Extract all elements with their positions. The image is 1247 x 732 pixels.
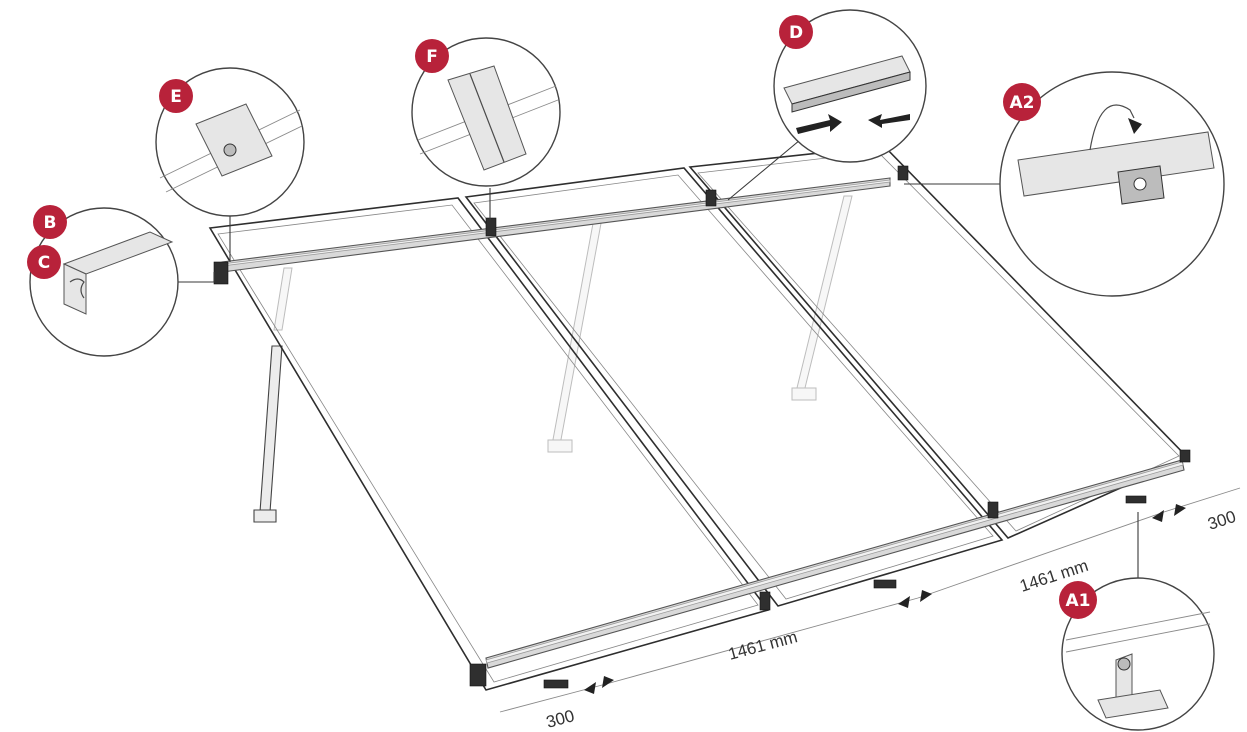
end-clamp-bottom-right — [1179, 449, 1191, 463]
badge-c — [27, 245, 61, 279]
detail-circle-a2 — [999, 71, 1225, 297]
badge-a2-label: A2 — [1010, 93, 1035, 113]
leader-bc — [178, 272, 215, 283]
detail-f-clamp-ridge — [469, 73, 505, 163]
detail-circle-f — [411, 37, 561, 187]
dim-span-front-label: 1461 mm — [726, 627, 799, 664]
bottom-rail — [485, 459, 1185, 669]
detail-a2-rotate-arrow — [1089, 104, 1135, 151]
rail-profile-face — [63, 263, 87, 315]
end-clamp-bottom-left — [469, 663, 487, 687]
detail-a1-bracket-base — [1097, 689, 1169, 719]
mid-clamp-bottom-2 — [987, 501, 999, 519]
detail-a2-rotate-arrowhead — [1128, 118, 1142, 134]
detail-d-arrow-out — [868, 114, 910, 128]
dim-arrow-5 — [1152, 510, 1164, 522]
dim-arrow-4 — [920, 590, 932, 602]
badge-b — [33, 205, 67, 239]
detail-circle-a2-outline — [999, 71, 1225, 297]
top-rail-highlight — [221, 179, 891, 267]
rear-leg-middle — [551, 217, 603, 446]
badge-a2 — [1003, 83, 1041, 121]
bottom-rail-highlight — [485, 461, 1184, 664]
detail-a2-bolt — [1133, 177, 1147, 191]
detail-d-arrow-in — [796, 114, 842, 134]
panel-1 — [208, 197, 770, 691]
rail-profile-groove — [69, 278, 85, 299]
roof-hooks — [543, 495, 1147, 689]
badge-a1 — [1059, 581, 1097, 619]
badge-e — [159, 79, 193, 113]
detail-a1-rail-line-2 — [1065, 623, 1211, 653]
badge-d-label: D — [789, 23, 803, 43]
mid-clamp-bottom-1 — [759, 591, 771, 611]
rear-leg-right-foot — [791, 387, 817, 401]
panel-2-inner — [473, 174, 994, 600]
panel-1-inner — [217, 204, 759, 683]
detail-circle-bc — [29, 207, 179, 357]
badge-c-label: C — [38, 253, 50, 273]
clamps — [213, 165, 1191, 687]
detail-e-clamp-body — [195, 103, 273, 177]
rear-leg-left-upper — [273, 267, 293, 331]
badge-b-label: B — [44, 213, 57, 233]
leader-lines — [178, 139, 1139, 578]
rear-leg-middle-foot — [547, 439, 573, 453]
detail-d-rail-side — [791, 71, 911, 113]
badge-e-label: E — [170, 87, 182, 107]
badge-d — [779, 15, 813, 49]
dim-left-offset-label: 300 — [544, 706, 576, 732]
badge-f-label: F — [426, 47, 438, 67]
detail-e-bolt — [223, 143, 237, 157]
badges: B C E F D A2 A1 — [27, 15, 1097, 619]
dim-right-offset-label: 300 — [1205, 507, 1238, 534]
front-left-leg-strut — [259, 345, 283, 513]
rear-leg-right — [795, 195, 853, 393]
dim-arrow-1 — [584, 682, 596, 694]
detail-a2-rail-body — [1017, 131, 1215, 197]
end-clamp-top-right — [897, 165, 909, 181]
detail-circle-a1 — [1061, 577, 1215, 731]
detail-circle-a1-outline — [1061, 577, 1215, 731]
rear-legs — [273, 195, 853, 453]
dim-arrow-3 — [898, 596, 910, 608]
detail-a1-bolt — [1117, 657, 1131, 671]
dim-span-back-line — [917, 511, 1165, 599]
detail-circle-d — [773, 9, 927, 163]
dim-span-front-line — [605, 597, 919, 685]
roof-hook-2 — [873, 579, 897, 589]
mid-clamp-top-2 — [705, 189, 717, 207]
mid-clamp-top-1 — [485, 217, 497, 237]
badge-a1-label: A1 — [1066, 591, 1091, 611]
dim-arrow-6 — [1174, 504, 1186, 516]
front-left-leg-foot — [253, 509, 277, 523]
leader-d — [727, 139, 801, 201]
front-left-leg — [253, 345, 283, 523]
badge-f — [415, 39, 449, 73]
detail-a1-rail-line-1 — [1065, 611, 1211, 641]
end-clamp-top-left — [213, 261, 229, 285]
detail-circle-e — [155, 67, 305, 217]
dim-arrow-2 — [602, 676, 614, 688]
panel-3-inner — [697, 151, 1180, 532]
panel-2 — [464, 167, 1004, 607]
roof-hook-1 — [543, 679, 569, 689]
roof-hook-3 — [1125, 495, 1147, 504]
